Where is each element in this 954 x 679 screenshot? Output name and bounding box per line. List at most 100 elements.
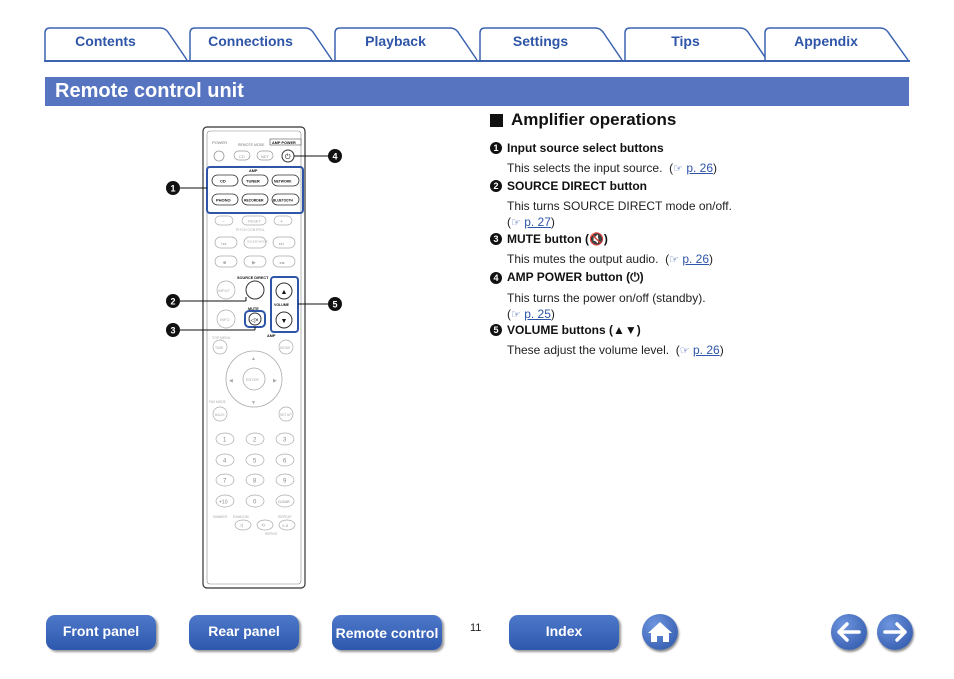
item-number: 3 xyxy=(490,233,502,245)
remote-label-info: INFO xyxy=(220,317,230,322)
tab-tips[interactable]: Tips xyxy=(624,27,769,61)
svg-text:⏻: ⏻ xyxy=(285,153,291,161)
home-button[interactable] xyxy=(642,614,678,650)
remote-label-repeat-bottom: REPEAT xyxy=(265,532,278,536)
item-title: MUTE button (🔇) xyxy=(507,232,608,246)
svg-text:−: − xyxy=(222,219,225,225)
remote-btn-tuner: TUNER xyxy=(246,179,260,184)
svg-text:+: + xyxy=(280,219,283,225)
item-number: 5 xyxy=(490,324,502,336)
tab-shape xyxy=(479,27,623,61)
forward-button[interactable] xyxy=(877,614,913,650)
arrow-left-icon xyxy=(837,622,861,642)
remote-btn-cd: CD xyxy=(220,179,226,184)
remote-label-volume: VOLUME xyxy=(274,303,290,307)
remote-label-pitch: PITCH CONTROL xyxy=(236,228,265,232)
item-desc: This mutes the output audio. xyxy=(507,252,659,266)
page-title: Remote control unit xyxy=(55,80,244,102)
remote-label-dimmer: DIMMER xyxy=(213,515,228,519)
tab-appendix[interactable]: Appendix xyxy=(764,27,910,61)
svg-text:▲: ▲ xyxy=(251,356,256,362)
item-desc: This turns SOURCE DIRECT mode on/off. xyxy=(507,199,732,213)
svg-text:5: 5 xyxy=(333,300,338,310)
key-0: 0 xyxy=(253,500,257,506)
section-heading: Amplifier operations xyxy=(490,110,910,130)
hand-pointer-icon: ☞ xyxy=(673,163,683,175)
hand-pointer-icon: ☞ xyxy=(511,217,521,229)
page-ref-link[interactable]: p. 26 xyxy=(686,161,714,175)
svg-text:3: 3 xyxy=(171,326,176,336)
tab-connections[interactable]: Connections xyxy=(189,27,334,61)
tab-label: Settings xyxy=(512,33,569,49)
page-title-bar: Remote control unit xyxy=(45,77,909,106)
key-6: 6 xyxy=(283,459,287,465)
svg-text:4: 4 xyxy=(333,152,338,162)
tab-label: Tips xyxy=(671,33,700,49)
index-label: Index xyxy=(545,623,583,639)
hand-pointer-icon: ☞ xyxy=(511,309,521,321)
svg-text:▼: ▼ xyxy=(281,318,288,325)
tab-label: Playback xyxy=(365,33,426,49)
remote-label-mute: MUTE xyxy=(248,307,259,311)
callout-2 xyxy=(166,294,180,308)
amplifier-operations-section: Amplifier operations 1 Input source selec… xyxy=(490,110,910,357)
svg-text:⟲: ⟲ xyxy=(261,523,266,529)
page-ref-link[interactable]: p. 26 xyxy=(682,252,710,266)
svg-text:◁×: ◁× xyxy=(251,318,260,324)
svg-text:1: 1 xyxy=(171,184,176,194)
rear-panel-label: Rear panel xyxy=(208,623,280,639)
remote-label-net: NET xyxy=(261,154,270,159)
remote-btn-bluetooth: BLUETOOTH xyxy=(273,199,293,203)
svg-text:2: 2 xyxy=(171,297,176,307)
item-title: Input source select buttons xyxy=(507,141,664,155)
remote-btn-phono: PHONO xyxy=(216,198,231,203)
section-title: Amplifier operations xyxy=(511,110,677,129)
key-5: 5 xyxy=(253,459,257,465)
key-1: 1 xyxy=(223,438,227,444)
item-desc: This turns the power on/off (standby). xyxy=(507,291,706,305)
key-4: 4 xyxy=(223,459,227,465)
index-button[interactable]: Index xyxy=(509,615,619,650)
remote-label-fav-mode: FAV MODE xyxy=(209,400,227,404)
tab-settings[interactable]: Settings xyxy=(479,27,624,61)
arrow-right-icon xyxy=(883,622,907,642)
item-number: 4 xyxy=(490,271,502,284)
svg-text:▶: ▶ xyxy=(273,378,277,384)
key-plus10: +10 xyxy=(219,500,228,506)
tab-shape xyxy=(334,27,478,61)
callout-1 xyxy=(166,181,180,195)
svg-text:■: ■ xyxy=(223,260,226,266)
remote-svg: POWER REMOTE MODE AMP POWER CD NET ⏻ AMP… xyxy=(166,126,342,589)
svg-text:▶: ▶ xyxy=(252,260,256,266)
hand-pointer-icon: ☞ xyxy=(679,345,690,357)
item-desc: These adjust the volume level. xyxy=(507,343,670,357)
item-mute: 3 MUTE button (🔇) This mutes the output a… xyxy=(490,232,910,268)
svg-text:▲: ▲ xyxy=(281,289,288,296)
tab-label: Connections xyxy=(208,33,293,49)
svg-text:◀: ◀ xyxy=(229,378,233,384)
remote-label-power: POWER xyxy=(212,140,227,145)
remote-label-amp: AMP xyxy=(249,169,258,173)
remote-label-sound-mode: SOUND MODE xyxy=(247,240,268,244)
page-ref-link[interactable]: p. 27 xyxy=(524,215,551,229)
remote-label-repeat: REPEAT xyxy=(278,515,293,519)
remote-illustration: POWER REMOTE MODE AMP POWER CD NET ⏻ AMP… xyxy=(160,125,350,590)
power-button xyxy=(213,150,225,162)
key-2: 2 xyxy=(253,438,257,444)
rear-panel-button[interactable]: Rear panel xyxy=(189,615,299,650)
front-panel-button[interactable]: Front panel xyxy=(46,615,156,650)
back-button[interactable] xyxy=(831,614,867,650)
key-8: 8 xyxy=(253,479,257,485)
page-ref-link[interactable]: p. 25 xyxy=(524,307,551,321)
tab-playback[interactable]: Playback xyxy=(334,27,479,61)
svg-text:▼: ▼ xyxy=(251,400,256,406)
item-desc: This selects the input source. xyxy=(507,161,663,175)
page-ref-link[interactable]: p. 26 xyxy=(692,343,720,357)
tab-contents[interactable]: Contents xyxy=(44,27,189,61)
remote-label-input: INPUT xyxy=(218,288,231,293)
item-number: 1 xyxy=(490,142,502,154)
remote-label-cd: CD xyxy=(239,154,245,159)
